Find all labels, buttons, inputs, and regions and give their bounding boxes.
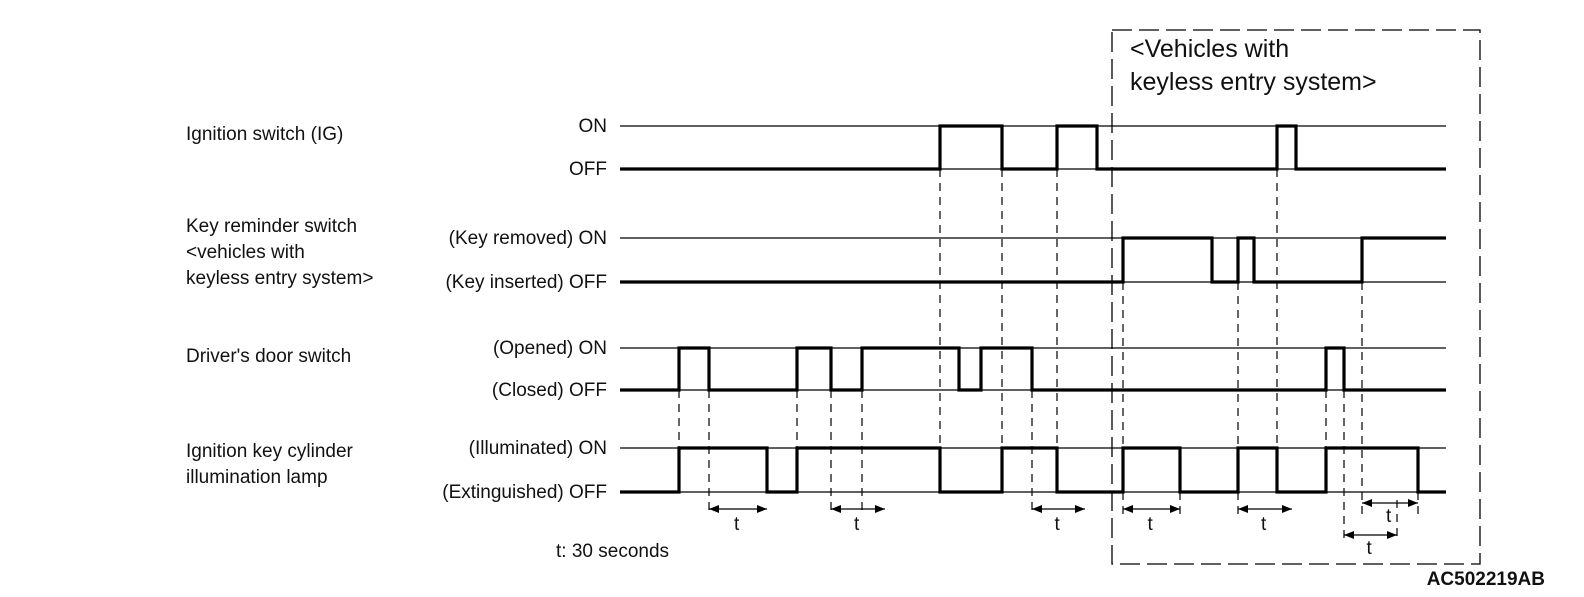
signal-waveform: [620, 446, 1446, 494]
signal-label-line: <vehicles with: [186, 242, 305, 263]
signal-waveform: [620, 124, 1446, 171]
signal-label-line: Key reminder switch: [186, 216, 357, 237]
signal-row-1: Ignition switch (IG) ON OFF: [186, 116, 1446, 180]
signal-waveform: [620, 236, 1446, 284]
signal-waveform: [620, 346, 1446, 392]
timer-interval: t: [709, 505, 767, 535]
keyless-box-title-line-2: keyless entry system>: [1130, 68, 1377, 96]
timer-interval: t: [1238, 505, 1292, 535]
arrow-right-icon: [1387, 531, 1397, 539]
timer-interval: t: [1344, 531, 1397, 559]
keyless-box-title-line-1: <Vehicles with: [1130, 35, 1289, 63]
arrow-left-icon: [1344, 531, 1354, 539]
figure-code: AC502219AB: [1427, 569, 1545, 590]
signal-label-line: illumination lamp: [186, 467, 328, 488]
timer-interval: t: [1032, 505, 1085, 535]
on-state-label: (Key removed) ON: [449, 228, 607, 249]
arrow-left-icon: [1362, 499, 1372, 507]
off-state-label: (Closed) OFF: [492, 380, 607, 401]
timer-label: t: [1367, 538, 1373, 559]
timer-label: t: [1386, 506, 1392, 527]
signal-row-2: Key reminder switch <vehicles with keyles…: [186, 216, 1446, 293]
timer-label: t: [1148, 514, 1154, 535]
timer-note: t: 30 seconds: [556, 541, 669, 562]
arrow-left-icon: [1032, 505, 1042, 513]
on-state-label: (Opened) ON: [493, 338, 607, 359]
signal-row-4: Ignition key cylinder illumination lamp (I…: [186, 438, 1446, 503]
signal-rows: Ignition switch (IG) ON OFF Key reminder sw…: [186, 116, 1446, 503]
keyless-entry-region-box: [1111, 29, 1481, 565]
timer-interval: t: [831, 505, 885, 535]
timer-label: t: [1261, 514, 1267, 535]
arrow-right-icon: [1408, 499, 1418, 507]
timer-interval: t: [1123, 505, 1180, 535]
off-state-label: (Key inserted) OFF: [445, 272, 607, 293]
timer-interval: t: [1362, 499, 1418, 527]
arrow-left-icon: [1238, 505, 1248, 513]
arrow-right-icon: [757, 505, 767, 513]
timer-label: t: [1055, 514, 1061, 535]
arrow-right-icon: [875, 505, 885, 513]
signal-row-3: Driver's door switch (Opened) ON (Closed) …: [186, 338, 1446, 401]
arrow-right-icon: [1170, 505, 1180, 513]
off-state-label: OFF: [569, 159, 607, 180]
arrow-left-icon: [1123, 505, 1133, 513]
timer-label: t: [734, 514, 740, 535]
arrow-right-icon: [1075, 505, 1085, 513]
signal-label-line: Ignition key cylinder: [186, 441, 354, 462]
arrow-left-icon: [709, 505, 719, 513]
sync-guide-lines: [678, 169, 1419, 540]
signal-label-line: Driver's door switch: [186, 346, 351, 367]
timer-label: t: [854, 514, 860, 535]
off-state-label: (Extinguished) OFF: [442, 482, 607, 503]
signal-label-line: keyless entry system>: [186, 268, 373, 289]
on-state-label: (Illuminated) ON: [469, 438, 607, 459]
on-state-label: ON: [579, 116, 608, 137]
signal-label-line: Ignition switch (IG): [186, 124, 343, 145]
arrow-left-icon: [831, 505, 841, 513]
arrow-right-icon: [1282, 505, 1292, 513]
